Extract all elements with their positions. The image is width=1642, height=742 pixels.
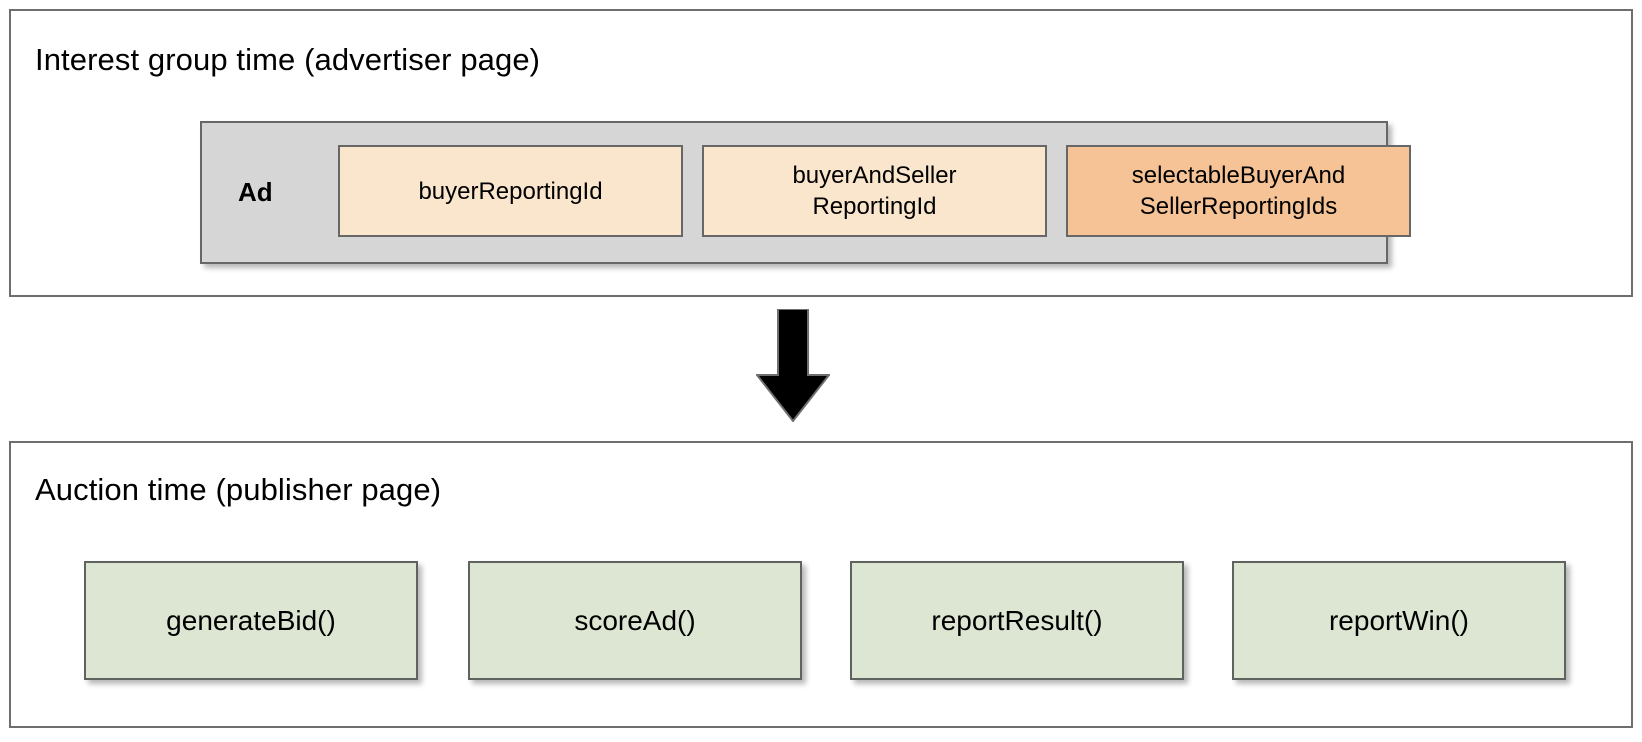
ad-container: Ad buyerReportingId buyerAndSeller Repor… [200, 121, 1411, 264]
reporting-id-label-line1: selectableBuyerAnd [1131, 162, 1346, 189]
auction-function-box-generate-bid[interactable]: generateBid() [84, 561, 418, 680]
auction-function-box-score-ad[interactable]: scoreAd() [468, 561, 802, 680]
ad-container-label: Ad [238, 177, 273, 207]
section-auction-time: Auction time (publisher page) generateBi… [9, 441, 1633, 728]
reporting-id-box-buyer-and-seller-reporting-id[interactable]: buyerAndSeller ReportingId [702, 145, 1047, 237]
reporting-id-label: buyerReportingId [418, 177, 603, 205]
auction-function-box-report-result[interactable]: reportResult() [850, 561, 1184, 680]
auction-function-label: scoreAd() [574, 604, 696, 636]
auction-function-label: generateBid() [166, 604, 336, 636]
reporting-id-label-line2: SellerReportingIds [1139, 193, 1338, 220]
reporting-id-label: buyerAndSeller ReportingId [792, 160, 956, 222]
auction-function-label: reportResult() [931, 604, 1103, 636]
section-interest-group-time: Interest group time (advertiser page) Ad… [9, 9, 1633, 297]
auction-function-box-report-win[interactable]: reportWin() [1232, 561, 1566, 680]
section-title-interest-group-time: Interest group time (advertiser page) [35, 42, 541, 77]
reporting-id-box-buyer-reporting-id[interactable]: buyerReportingId [338, 145, 683, 237]
reporting-id-label: selectableBuyerAnd SellerReportingIds [1132, 160, 1345, 222]
reporting-id-box-selectable-buyer-and-seller-reporting-ids[interactable]: selectableBuyerAnd SellerReportingIds [1066, 145, 1411, 237]
reporting-id-label-line2: ReportingId [812, 193, 937, 220]
auction-function-label: reportWin() [1328, 604, 1469, 636]
section-title-auction-time: Auction time (publisher page) [35, 472, 442, 507]
down-arrow-icon [756, 309, 830, 422]
reporting-id-label-line1: buyerAndSeller [792, 162, 957, 189]
